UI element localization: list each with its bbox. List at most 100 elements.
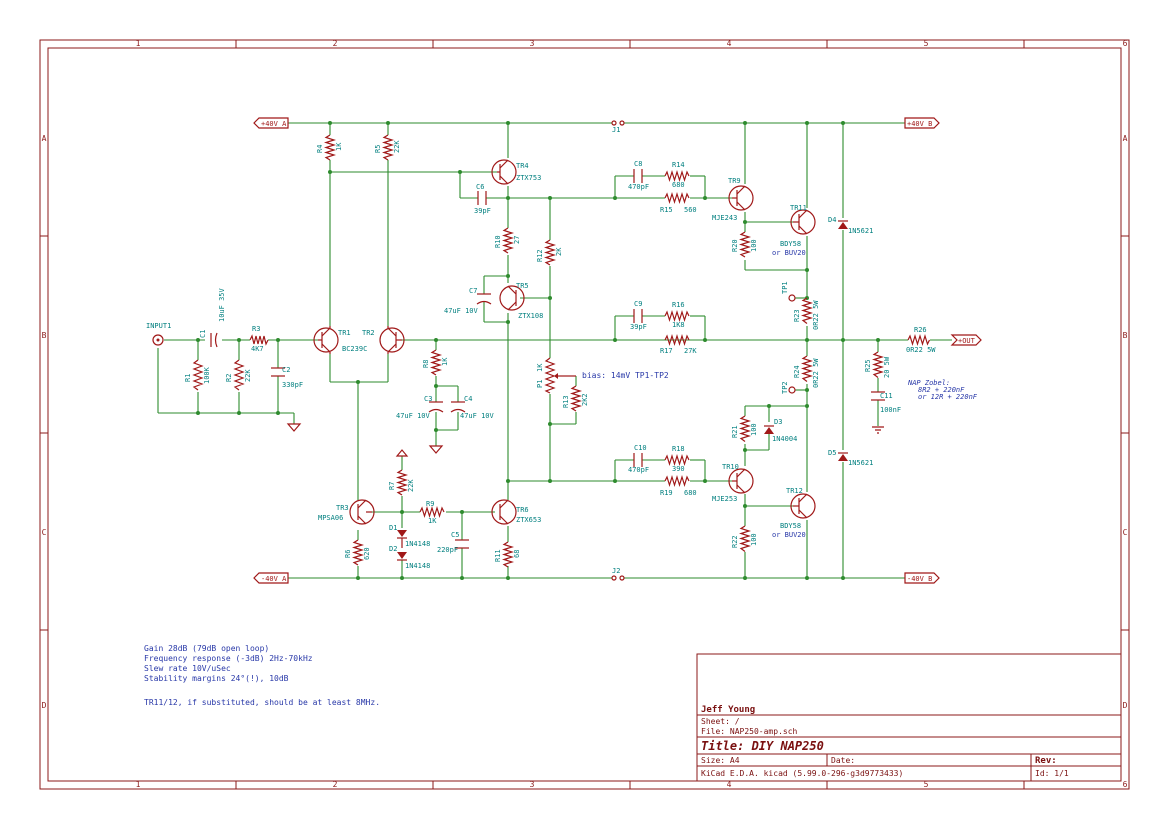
tb-author: Jeff Young — [701, 705, 755, 715]
diode-d2: D2 1N4148 — [389, 545, 430, 570]
c2-ref: C2 — [282, 366, 290, 374]
power-label-pos-a: +40V_A — [253, 117, 289, 129]
capacitor-c11: C11 100nF — [871, 391, 901, 414]
resistor-r22: R22 100 — [731, 525, 758, 552]
c9-ref: C9 — [634, 300, 642, 308]
r6-value: 620 — [363, 547, 371, 560]
capacitor-c2: C2 330pF — [271, 366, 303, 389]
tb-tool: KiCad E.D.A. kicad (5.99.0-296-g3d977343… — [701, 769, 903, 778]
c9-value: 39pF — [630, 323, 647, 331]
c10-ref: C10 — [634, 444, 647, 452]
r11-value: 68 — [513, 550, 521, 558]
col-label-2: 2 — [333, 39, 338, 48]
d3-ref: D3 — [774, 418, 782, 426]
c5-value: 220pF — [437, 546, 458, 554]
r15-ref: R15 — [660, 206, 673, 214]
resistor-r5: R5 22K — [374, 134, 401, 161]
d3-value: 1N4004 — [772, 435, 797, 443]
tr10-value: MJE253 — [712, 495, 737, 503]
pos-rail-label: +40V_A — [261, 120, 287, 128]
r2-value: 22K — [244, 369, 252, 382]
tr3-ref: TR3 — [336, 504, 349, 512]
jumper-j1: J1 — [611, 120, 625, 134]
diode-d5: D5 1N5621 — [828, 449, 873, 467]
power-label-pos-b: +40V_B — [904, 117, 940, 129]
tb-rev: Rev: — [1035, 756, 1057, 766]
r8-value: 1K — [441, 357, 449, 366]
test-point-tp1: TP1 — [781, 281, 796, 302]
tr11-value: BDY58 — [780, 240, 801, 248]
r21-value: 100 — [750, 423, 758, 436]
diode-d3: D3 1N4004 — [764, 418, 797, 443]
col-label-1: 1 — [136, 39, 141, 48]
junctions — [196, 121, 880, 580]
c7-value: 47uF 10V — [444, 307, 479, 315]
capacitor-c3: C3 47uF 10V — [396, 395, 444, 420]
d2-ref: D2 — [389, 545, 397, 553]
d1-value: 1N4148 — [405, 540, 430, 548]
resistor-r10: R10 27 — [494, 227, 521, 254]
r6-ref: R6 — [344, 550, 352, 558]
resistor-r6: R6 620 — [344, 539, 371, 566]
tr12-value: BDY58 — [780, 522, 801, 530]
resistor-r15: R15 560 — [660, 191, 697, 214]
tr11-ref: TR11 — [790, 204, 807, 212]
capacitor-c9: C9 39pF — [630, 300, 647, 331]
r17-ref: R17 — [660, 347, 673, 355]
row-label-c: C — [42, 528, 47, 537]
r19-ref: R19 — [660, 489, 673, 497]
r19-value: 680 — [684, 489, 697, 497]
r5-value: 22K — [393, 140, 401, 153]
transistor-tr1: TR1 — [313, 326, 351, 354]
power-label-neg-b: -40V_B — [904, 572, 940, 584]
resistor-r21: R21 100 — [731, 415, 758, 442]
r2-ref: R2 — [225, 374, 233, 382]
d4-ref: D4 — [828, 216, 836, 224]
c11-value: 100nF — [880, 406, 901, 414]
zobel-note-line1: NAP Zobel: — [907, 379, 950, 387]
note-substitution: TR11/12, if substituted, should be at le… — [144, 698, 380, 707]
tp2-ref: TP2 — [781, 381, 789, 394]
p1-value: 1K — [536, 363, 544, 372]
col-label-1-bottom: 1 — [136, 780, 141, 789]
potentiometer-p1: P1 1K — [536, 357, 576, 394]
input-connector: INPUT1 — [146, 322, 171, 346]
col-label-4-bottom: 4 — [727, 780, 732, 789]
output-label: +OUT — [958, 337, 976, 345]
transistor-tr4: TR4 ZTX753 — [491, 159, 541, 185]
tr12-part: BC239C — [342, 345, 367, 353]
tr5-ref: TR5 — [516, 282, 529, 290]
resistor-r13: R13 2K2 — [562, 385, 589, 412]
r5-ref: R5 — [374, 145, 382, 153]
r17-value: 27K — [684, 347, 697, 355]
resistor-r7: R7 22K — [388, 469, 415, 496]
c5-ref: C5 — [451, 531, 459, 539]
r23-value: 0R22 5W — [812, 300, 820, 330]
r3-value: 4K7 — [251, 345, 264, 353]
r15-value: 560 — [684, 206, 697, 214]
title-block: Jeff Young Sheet: / File: NAP250-amp.sch… — [696, 653, 1122, 782]
resistor-r18: R18 390 — [664, 445, 690, 473]
transistor-tr10: TR10 MJE253 — [712, 463, 754, 503]
neg-rail-label: -40V_A — [261, 575, 287, 583]
note-frequency: Frequency response (-3dB) 2Hz-70kHz — [144, 654, 313, 663]
tr2-ref: TR2 — [362, 329, 375, 337]
resistor-r8: R8 1K — [422, 349, 449, 376]
c11-ref: C11 — [880, 392, 893, 400]
row-label-a: A — [42, 134, 47, 143]
r7-ref: R7 — [388, 482, 396, 490]
zobel-note: NAP Zobel: 8R2 + 220nF or 12R + 220nF — [907, 379, 978, 401]
capacitor-c10: C10 470pF — [628, 444, 649, 474]
r1-value: 100K — [203, 366, 211, 384]
wires — [157, 122, 952, 579]
row-label-d-right: D — [1123, 701, 1128, 710]
c6-ref: C6 — [476, 183, 484, 191]
resistor-r20: R20 100 — [731, 231, 758, 258]
col-label-5: 5 — [924, 39, 929, 48]
r24-value: 0R22 5W — [812, 358, 820, 388]
bias-note: bias: 14mV TP1-TP2 — [582, 371, 669, 380]
zobel-note-line2: 8R2 + 220nF — [918, 386, 965, 394]
tp1-ref: TP1 — [781, 281, 789, 294]
r9-value: 1K — [428, 517, 437, 525]
